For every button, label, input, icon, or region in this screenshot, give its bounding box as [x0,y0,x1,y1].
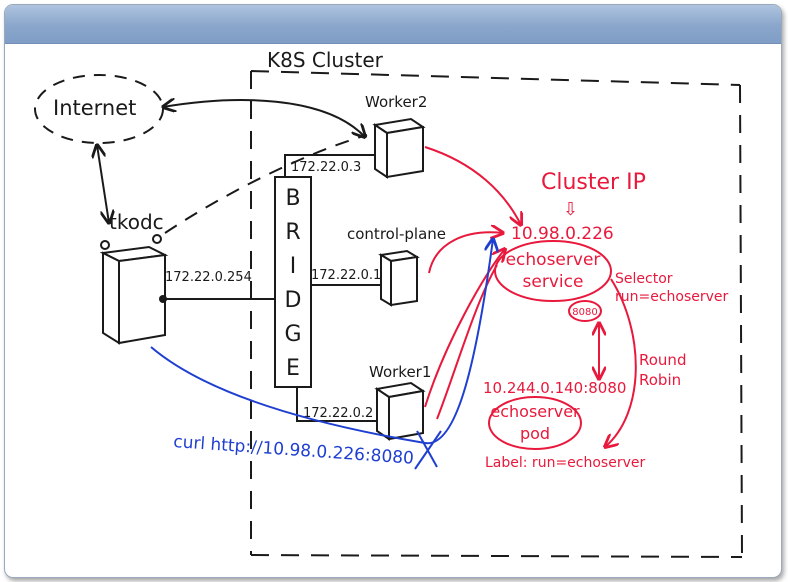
curl-cross-mark [416,430,438,468]
pod-address: 10.244.0.140:8080 [483,379,626,397]
k8s-cluster-boundary [250,70,743,558]
control-plane-server-icon [378,249,420,307]
bridge-letters: B R I D G E [284,186,301,381]
round-robin-line1: Round [639,351,686,369]
curl-cross-mark [414,430,442,470]
worker2-service-link [424,146,521,225]
echoserver-service-node [494,240,612,302]
service-port-label: 8080 [572,307,597,318]
bridge-worker1-link [296,387,379,422]
worker2-ip: 172.22.0.3 [291,160,361,175]
worker1-service-link [424,249,505,408]
internet-tkodc-link [97,145,109,223]
worker1-ip: 172.22.0.2 [303,406,373,421]
pod-line2: pod [520,424,550,443]
service-pod-return-link [436,264,498,420]
control-plane-ip: 172.22.0.1 [311,268,381,283]
tkodc-ip: 172.22.0.254 [165,270,252,285]
worker2-server-icon [372,117,426,179]
tkodc-server-icon [99,234,169,345]
k8s-cluster-label: K8S Cluster [267,48,384,72]
tkodc-worker2-dashed-link [164,134,368,234]
bridge-letter: R [285,220,300,245]
internet-label: Internet [53,96,136,120]
service-line1: echoserver [506,250,601,270]
cluster-ip-title: Cluster IP [541,170,646,195]
pod-line1: echoserver [490,402,580,421]
round-robin-path [605,278,637,447]
bridge-worker2-link [284,154,379,177]
curl-command-label: curl http://10.98.0.226:8080 [173,432,415,469]
control-plane-label: control-plane [347,225,446,243]
bridge-letter: E [286,356,300,381]
control-plane-service-link [428,232,503,274]
bridge-letter: I [290,254,297,279]
selector-line1: Selector [615,271,673,287]
tkodc-label: tkodc [109,210,164,234]
network-diagram: K8S Cluster Internet tkodc 172.22.0 [34,48,743,558]
bridge-letter: D [285,288,302,313]
bridge-letter: G [284,322,301,347]
diagram-canvas: K8S Cluster Internet tkodc 172.22.0 [5,43,781,577]
round-robin-line2: Robin [639,371,681,389]
cluster-ip-arrow: ⇩ [563,199,578,220]
bridge-box [274,176,312,388]
window-title-bar [5,5,781,44]
bridge-letter: B [285,186,300,211]
worker2-label: Worker2 [365,93,427,111]
cluster-ip-value: 10.98.0.226 [511,224,614,244]
service-port-circle [568,300,602,322]
internet-worker2-link [163,100,365,137]
echoserver-pod-node [488,396,582,450]
diagram-window: K8S Cluster Internet tkodc 172.22.0 [4,4,782,578]
pod-label: Label: run=echoserver [485,455,645,471]
worker1-label: Worker1 [369,363,431,381]
selector-line2: run=echoserver [615,289,729,305]
worker1-server-icon [374,381,426,441]
service-line2: service [523,272,584,292]
